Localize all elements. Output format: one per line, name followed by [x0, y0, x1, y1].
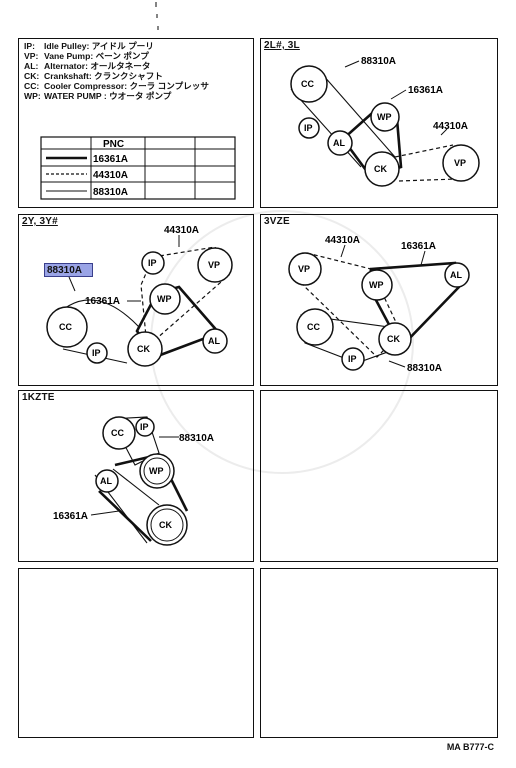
pulley-wp-label: WP: [149, 466, 164, 476]
panel-2l-3l: 2L#, 3L CC IP AL WP CK VP 88310A 16361A …: [260, 38, 498, 208]
pulley-ip-label: IP: [140, 422, 149, 432]
pulley-ip-label: IP: [148, 258, 157, 268]
pnc-header: PNC: [103, 139, 124, 150]
legend-entry: VP:Vane Pump: ベーン ポンプ: [24, 51, 149, 61]
legend-entry: IP:Idle Pulley: アイドル プーリ: [24, 41, 154, 51]
part-44310a: 44310A: [164, 225, 199, 236]
belt-diagram-2l: CC IP AL WP CK VP 88310A 16361A 44310A: [290, 56, 480, 187]
legend-entry: WP:WATER PUMP : ウオータ ポンプ: [24, 91, 172, 101]
empty-panel: [18, 568, 254, 738]
pnc-table: PNC 16361A 44310A 88310A: [40, 136, 236, 200]
part-16361a: 16361A: [408, 85, 443, 96]
legend-panel: IP:Idle Pulley: アイドル プーリ VP:Vane Pump: ベ…: [18, 38, 254, 208]
pulley-ip-label: IP: [348, 354, 357, 364]
pnc-row: 16361A: [93, 154, 128, 165]
pnc-row: 44310A: [93, 170, 128, 181]
belt-diagram-2y: CC IP IP VP WP AL CK 44310A 16361A: [46, 225, 233, 367]
pulley-ck-label: CK: [374, 164, 387, 174]
pulley-vp-label: VP: [208, 260, 220, 270]
empty-panel: [260, 568, 498, 738]
panel-2y-3y: 2Y, 3Y# 88310A CC IP IP VP WP AL CK 4431…: [18, 214, 254, 386]
pulley-al-label: AL: [208, 336, 220, 346]
pulley-al-label: AL: [450, 270, 462, 280]
part-88310a: 88310A: [407, 363, 442, 374]
panel-title: 2Y, 3Y#: [22, 216, 58, 227]
pulley-wp-label: WP: [377, 112, 392, 122]
empty-panel: [260, 390, 498, 562]
pulley-wp-label: WP: [369, 280, 384, 290]
part-88310a: 88310A: [361, 56, 396, 67]
pulley-ip-label: IP: [92, 348, 101, 358]
part-16361a: 16361A: [53, 511, 88, 522]
panel-title: 3VZE: [264, 216, 290, 227]
legend-entry: CC:Cooler Compressor: クーラ コンプレッサ: [24, 81, 209, 91]
part-16361a: 16361A: [401, 241, 436, 252]
legend-entry: AL:Alternator: オールタネータ: [24, 61, 151, 71]
pulley-cc-label: CC: [301, 79, 314, 89]
panel-title: 1KZTE: [22, 392, 55, 403]
document-code: MA B777-C: [446, 742, 494, 752]
part-16361a: 16361A: [85, 296, 120, 307]
pulley-wp-label: WP: [157, 294, 172, 304]
highlighted-part-88310a[interactable]: 88310A: [44, 263, 93, 277]
part-44310a: 44310A: [325, 235, 360, 246]
panel-3vze: 3VZE VP WP AL CC CK IP 44310A 16361A 883…: [260, 214, 498, 386]
pulley-al-label: AL: [100, 476, 112, 486]
top-marks: [155, 2, 159, 30]
part-88310a: 88310A: [179, 433, 214, 444]
pulley-vp-label: VP: [298, 264, 310, 274]
pulley-ck-label: CK: [159, 520, 172, 530]
panel-title: 2L#, 3L: [264, 40, 300, 51]
pulley-al-label: AL: [333, 138, 345, 148]
belt-diagram-3vze: VP WP AL CC CK IP 44310A 16361A 88310A: [288, 235, 470, 374]
pulley-vp-label: VP: [454, 158, 466, 168]
pulley-cc-label: CC: [59, 322, 72, 332]
part-44310a: 44310A: [433, 121, 468, 132]
pulley-cc-label: CC: [307, 322, 320, 332]
pulley-ck-label: CK: [137, 344, 150, 354]
legend-entry: CK:Crankshaft: クランクシャフト: [24, 71, 163, 81]
pulley-cc-label: CC: [111, 428, 124, 438]
panel-1kzte: 1KZTE CC IP WP AL CK 88310A 16361A: [18, 390, 254, 562]
belt-diagram-1kzte: CC IP WP AL CK 88310A 16361A: [53, 416, 214, 546]
pnc-row: 88310A: [93, 187, 128, 198]
pulley-ip-label: IP: [304, 123, 313, 133]
pulley-ck-label: CK: [387, 334, 400, 344]
